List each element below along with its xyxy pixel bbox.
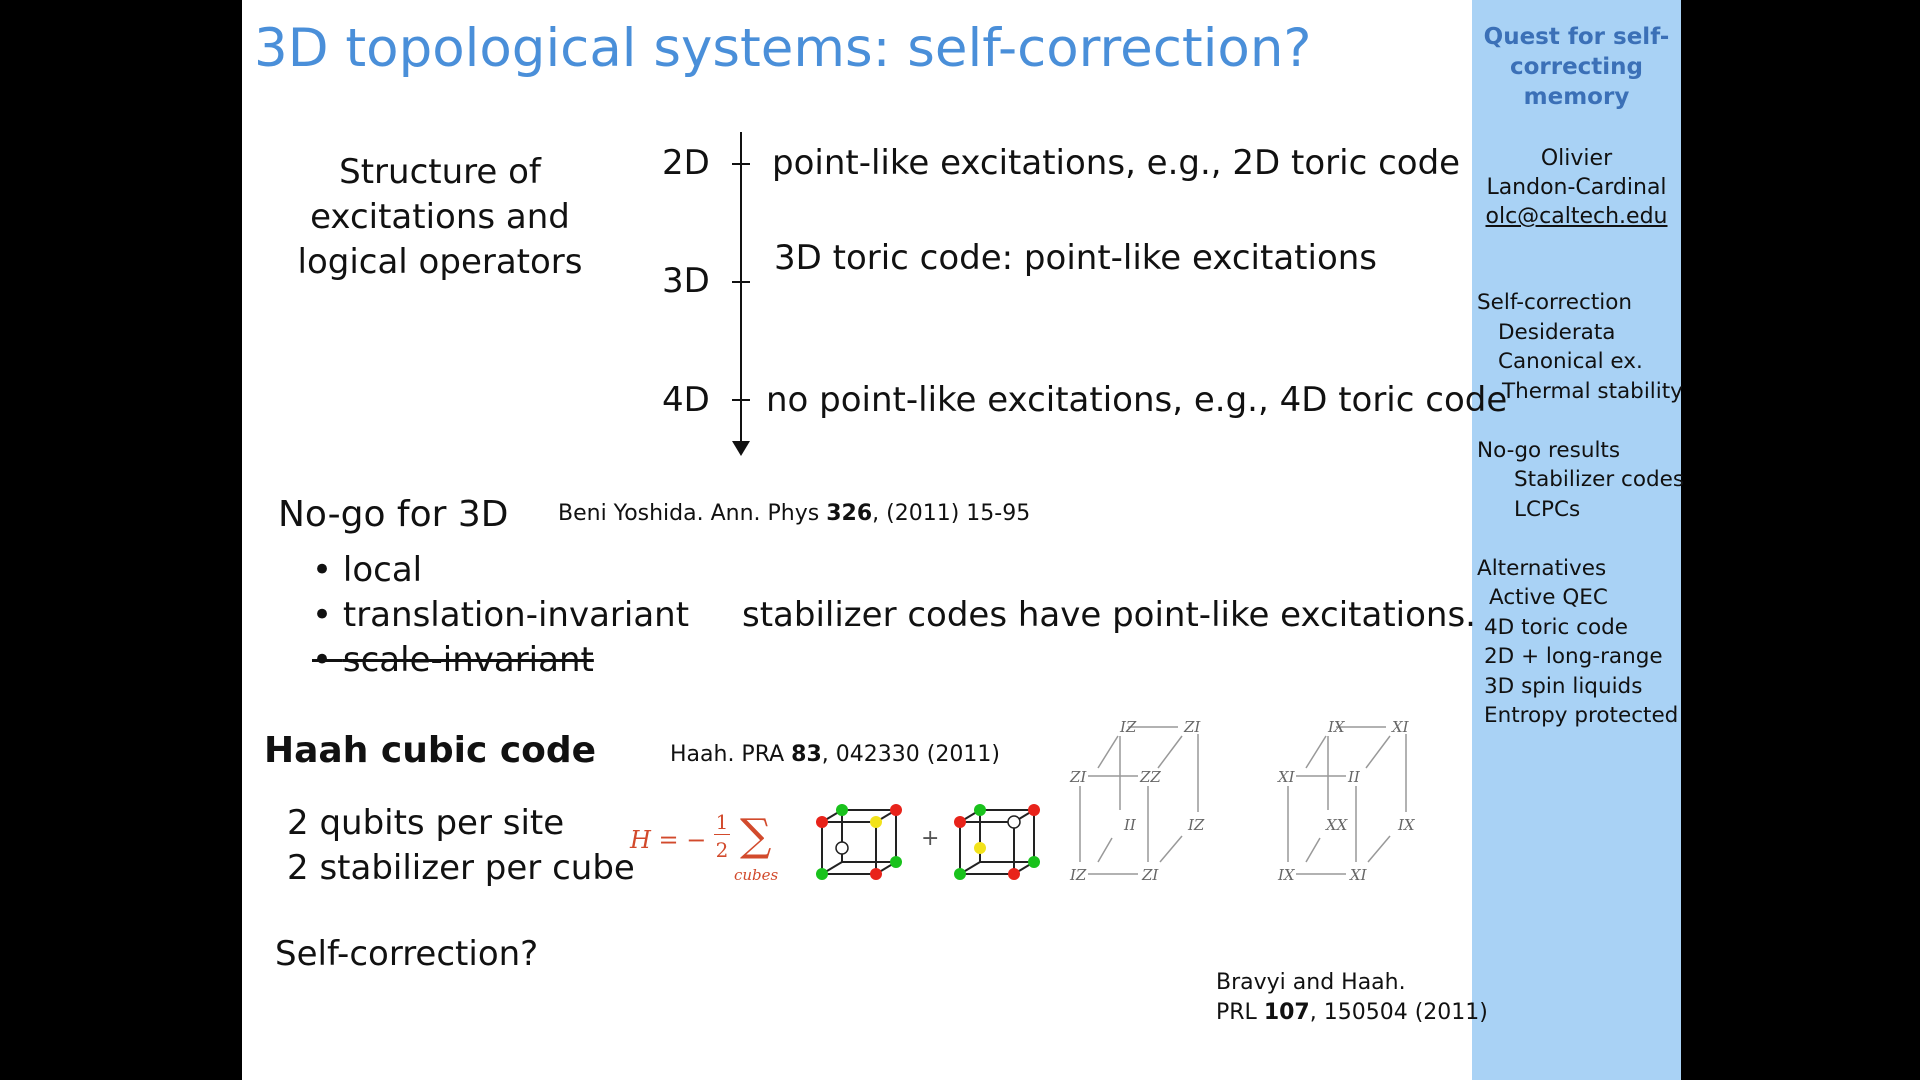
outline-item-thermal[interactable]: Thermal stability (1502, 379, 1683, 404)
outline-item-2d-long-range[interactable]: 2D + long-range (1484, 644, 1663, 669)
sum-subscript: cubes (734, 866, 779, 884)
sum-symbol: ∑ (740, 810, 772, 861)
outline-item-no-go[interactable]: No-go results (1477, 438, 1621, 463)
outline-item-active-qec[interactable]: Active QEC (1489, 585, 1608, 610)
pauli-label: XX (1325, 816, 1349, 834)
outline-item-self-correction[interactable]: Self-correction (1477, 290, 1633, 315)
author-last-name: Landon-Cardinal (1486, 175, 1667, 200)
pauli-label: XI (1277, 768, 1296, 786)
level-desc-3d: 3D toric code: point-like excitations (774, 238, 1378, 278)
pauli-label: IZ (1187, 816, 1205, 834)
self-correction-question: Self-correction? (275, 934, 539, 974)
axis-tick-3d (732, 281, 750, 283)
structure-label: Structure of excitations and logical ope… (297, 152, 583, 282)
level-label-3d: 3D (662, 261, 710, 301)
pauli-label: ZI (1141, 866, 1159, 884)
level-desc-4d: no point-like excitations, e.g., 4D tori… (766, 380, 1508, 420)
outline-item-lcpcs[interactable]: LCPCs (1514, 497, 1581, 522)
nogo-bullet-scale-struck: • scale-invariant (312, 640, 594, 680)
author-first-name: Olivier (1540, 146, 1613, 171)
nogo-bullet-translation: • translation-invariant (312, 595, 690, 635)
citation-journal: PRL 107, 150504 (2011) (1216, 1000, 1488, 1025)
pauli-label: XI (1349, 866, 1368, 884)
pauli-label: IX (1327, 718, 1346, 736)
pauli-label: XI (1391, 718, 1410, 736)
hamiltonian-fraction-num: 1 (714, 810, 730, 835)
outline-item-desiderata[interactable]: Desiderata (1498, 320, 1616, 345)
hamiltonian-fraction-den: 2 (715, 838, 729, 862)
stabilizer-cube-x (954, 804, 1040, 880)
pauli-label: II (1347, 768, 1361, 786)
haah-heading: Haah cubic code (264, 730, 597, 771)
sidebar-panel (1472, 0, 1681, 1080)
haah-reference: Haah. PRA 83, 042330 (2011) (670, 742, 1000, 767)
slide-canvas (242, 0, 1472, 1080)
pauli-cube-x: IX XI XI II XX IX IX XI (1277, 718, 1416, 884)
sidebar-title: Quest for self-correcting memory (1483, 24, 1670, 110)
pauli-label: IX (1277, 866, 1296, 884)
pauli-label: ZI (1069, 768, 1087, 786)
nogo-reference: Beni Yoshida. Ann. Phys 326, (2011) 15-9… (558, 501, 1031, 526)
outline-item-alternatives[interactable]: Alternatives (1477, 556, 1607, 581)
hamiltonian-lhs: H = − (630, 826, 707, 854)
haah-qubits-line: 2 qubits per site (287, 803, 565, 843)
citation-authors: Bravyi and Haah. (1216, 970, 1406, 995)
stabilizer-cube-z (816, 804, 902, 880)
axis-tick-2d (732, 163, 750, 165)
pauli-label: IZ (1119, 718, 1137, 736)
pauli-cube-z: IZ ZI ZI ZZ II IZ IZ ZI (1069, 718, 1205, 884)
axis-tick-4d (732, 399, 750, 401)
haah-stabilizer-line: 2 stabilizer per cube (287, 848, 635, 888)
level-label-4d: 4D (662, 380, 710, 420)
outline-item-4d-toric[interactable]: 4D toric code (1484, 615, 1628, 640)
axis-arrowhead (732, 441, 750, 456)
pauli-label: II (1123, 816, 1137, 834)
sidebar-author: Olivier Landon-Cardinal olc@caltech.edu (1472, 144, 1681, 231)
outline-item-stabilizer[interactable]: Stabilizer codes (1514, 467, 1685, 492)
author-email-link[interactable]: olc@caltech.edu (1485, 204, 1668, 229)
plus-sign: + (921, 826, 940, 851)
outline-item-entropy[interactable]: Entropy protected (1484, 703, 1679, 728)
level-desc-2d: point-like excitations, e.g., 2D toric c… (772, 143, 1461, 183)
pauli-label: IX (1397, 816, 1416, 834)
dimension-axis (740, 132, 742, 446)
pauli-label: ZI (1183, 718, 1201, 736)
nogo-bullet-local: • local (312, 550, 423, 590)
slide-title: 3D topological systems: self-correction? (254, 18, 1312, 79)
pauli-label: ZZ (1139, 768, 1161, 786)
nogo-conclusion: stabilizer codes have point-like excitat… (742, 595, 1476, 635)
pauli-label: IZ (1069, 866, 1087, 884)
level-label-2d: 2D (662, 143, 710, 183)
nogo-heading: No-go for 3D (278, 494, 509, 535)
outline-item-canonical[interactable]: Canonical ex. (1498, 349, 1643, 374)
outline-item-3d-spin[interactable]: 3D spin liquids (1484, 674, 1643, 699)
